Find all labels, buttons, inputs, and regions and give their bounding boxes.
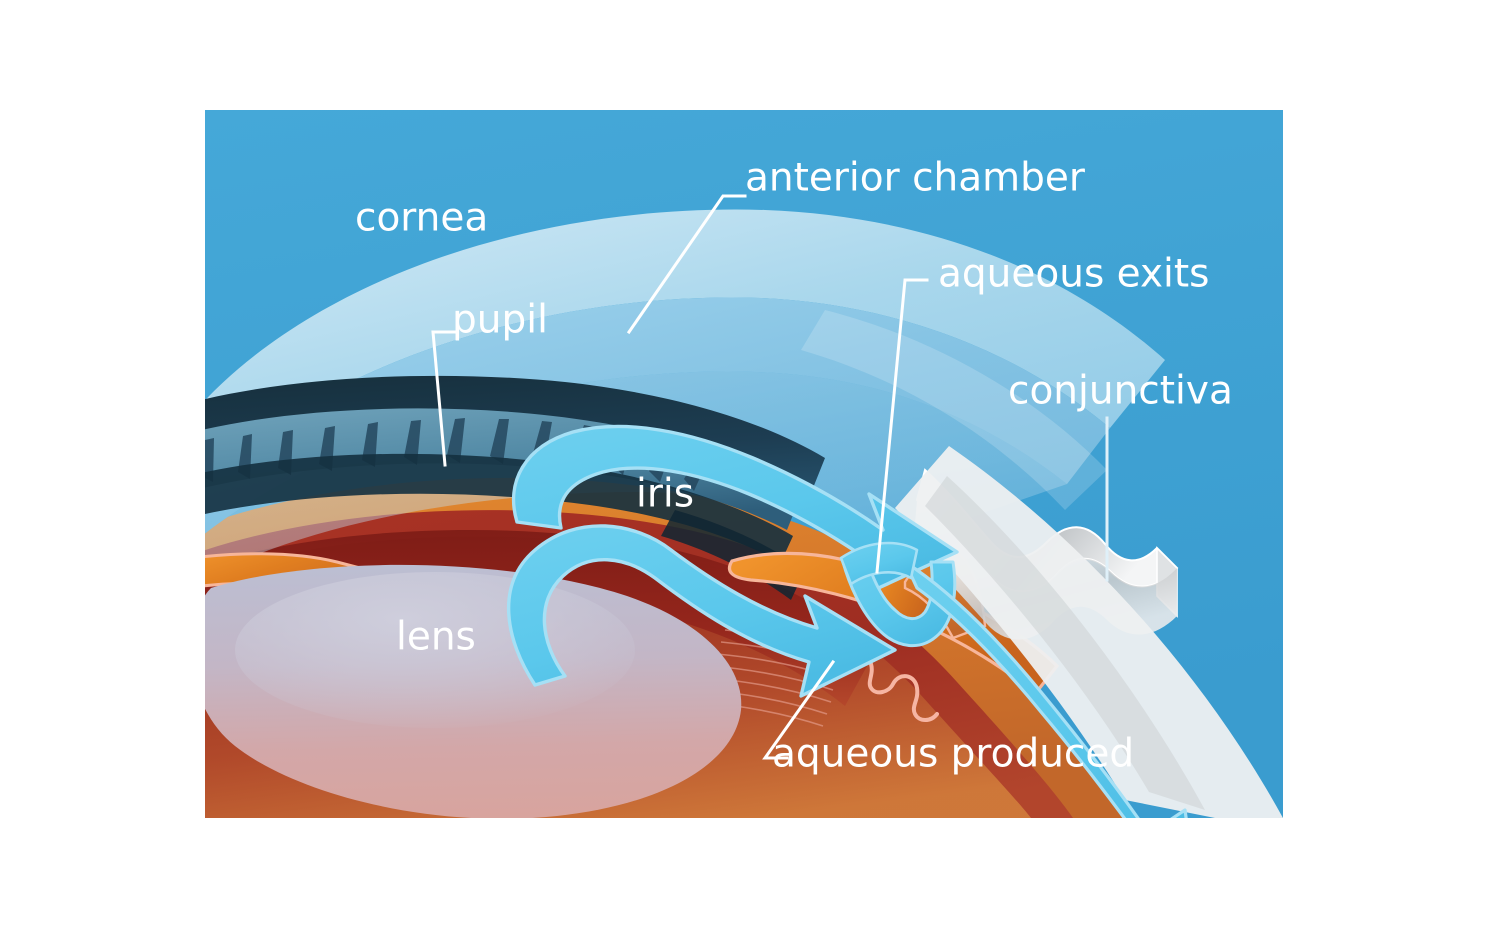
cornea-outer-layer xyxy=(205,209,1165,476)
cornea-highlight xyxy=(801,310,1107,510)
label-pupil: pupil xyxy=(452,298,548,343)
scleral-outer-shell-shadow xyxy=(925,476,1205,810)
cornea-inner-layer xyxy=(205,297,1110,534)
label-cornea: cornea xyxy=(355,196,488,241)
leader-anterior-chamber xyxy=(626,194,747,335)
eye-anatomy-figure: cornea anterior chamber pupil aqueous ex… xyxy=(205,110,1283,818)
arrow-exit-down-sclera xyxy=(903,560,1188,818)
ciliary-body-outer xyxy=(205,375,825,508)
leader-aqueous-produced xyxy=(762,659,836,760)
arrow-across-anterior-chamber xyxy=(511,424,959,598)
arrow-posterior-to-anterior xyxy=(506,524,897,698)
leader-aqueous-exits xyxy=(875,278,929,574)
pupil-edge xyxy=(205,453,793,562)
eye-cross-section-illustration: cornea anterior chamber pupil aqueous ex… xyxy=(205,110,1283,818)
leader-pupil xyxy=(431,330,457,467)
leader-lines xyxy=(431,194,1109,760)
label-iris: iris xyxy=(636,472,694,517)
label-anterior-chamber: anterior chamber xyxy=(745,156,1086,201)
label-lens: lens xyxy=(396,615,476,660)
arrow-into-angle xyxy=(841,554,957,648)
label-aqueous-exits: aqueous exits xyxy=(938,252,1210,297)
label-aqueous-produced: aqueous produced xyxy=(772,732,1134,777)
figure-labels: cornea anterior chamber pupil aqueous ex… xyxy=(355,156,1233,777)
label-conjunctiva: conjunctiva xyxy=(1008,369,1233,414)
